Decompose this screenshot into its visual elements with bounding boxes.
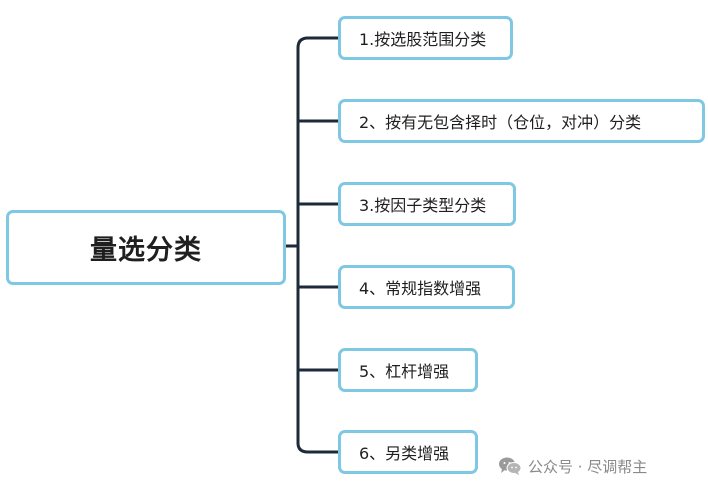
watermark: 公众号 · 尽调帮主: [498, 452, 647, 480]
branch-node-5: 5、杠杆增强: [338, 348, 478, 392]
branch-node-3: 3.按因子类型分类: [338, 182, 516, 226]
branch-node-label: 2、按有无包含择时（仓位，对冲）分类: [359, 113, 642, 132]
branch-node-1: 1.按选股范围分类: [338, 16, 513, 60]
root-node: 量选分类: [6, 210, 286, 285]
root-node-label: 量选分类: [90, 235, 202, 266]
connector-branch-6: [296, 441, 340, 454]
wechat-icon: [498, 455, 522, 477]
watermark-text: 公众号 · 尽调帮主: [528, 457, 648, 476]
branch-node-6: 6、另类增强: [338, 430, 478, 474]
branch-node-2: 2、按有无包含择时（仓位，对冲）分类: [338, 99, 705, 143]
branch-node-label: 1.按选股范围分类: [359, 30, 487, 49]
connector-branch-1: [296, 36, 340, 50]
branch-node-label: 3.按因子类型分类: [359, 196, 487, 215]
branch-node-label: 6、另类增强: [359, 444, 450, 463]
branch-node-label: 4、常规指数增强: [359, 279, 482, 298]
branch-node-4: 4、常规指数增强: [338, 265, 515, 309]
branch-node-label: 5、杠杆增强: [359, 362, 450, 381]
